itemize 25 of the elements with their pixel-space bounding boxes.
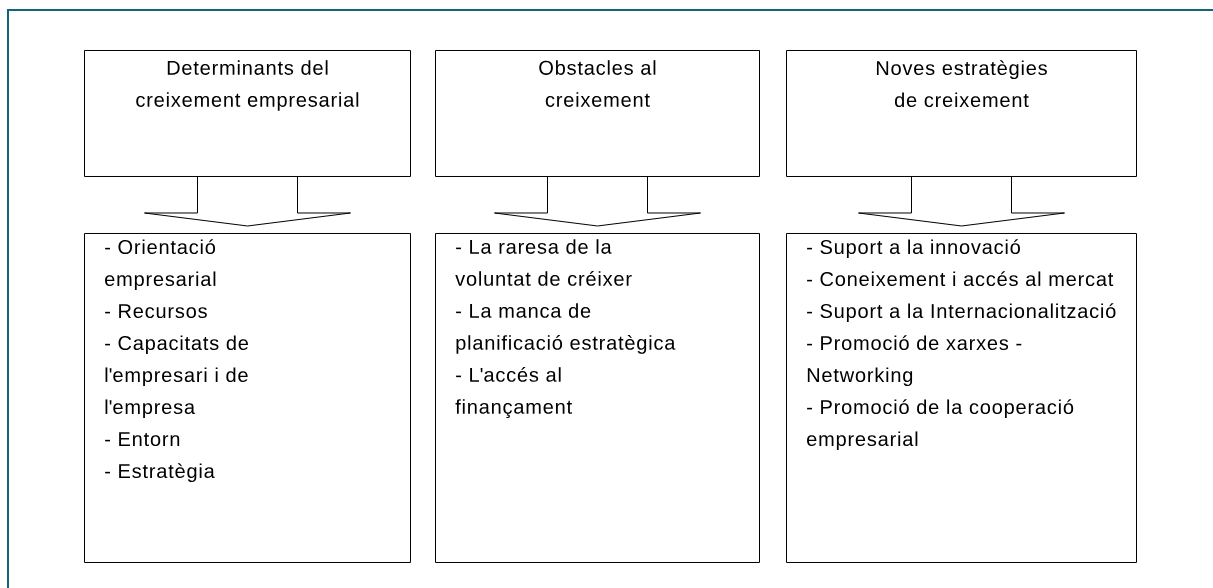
list-item: - La raresa de la voluntat de créixer	[455, 239, 632, 286]
list-item: - Entorn	[105, 432, 180, 447]
process-box	[84, 50, 411, 177]
box-heading: Noves estratègies de creixement	[876, 60, 1047, 108]
box-heading: Determinants del creixement empresarial	[136, 60, 359, 111]
list-item: - Orientació empresarial	[105, 239, 216, 291]
process-box	[786, 50, 1137, 177]
list-item: - La manca de planificació estratègica	[456, 303, 676, 354]
block-arrow	[858, 176, 1065, 227]
list-item: - Capacitats de l'empresari i de l'empresa	[105, 335, 248, 419]
box-heading: Obstacles al creixement	[539, 60, 656, 107]
list-item: - Coneixement i accés al mercat	[807, 271, 1114, 287]
list-item: - Promoció de xarxes - Networking	[807, 335, 1022, 387]
process-box	[435, 50, 760, 177]
list-item: - Suport a la innovació	[807, 239, 1020, 259]
list-item: - Recursos	[105, 304, 207, 319]
list-box	[84, 233, 411, 563]
list-item: - Suport a la Internacionalització	[807, 303, 1116, 323]
list-item: - Estratègia	[105, 463, 215, 483]
list-item: - L'accés al finançament	[455, 366, 572, 418]
block-arrow	[144, 176, 351, 227]
block-arrow	[494, 176, 701, 227]
list-box	[435, 233, 760, 563]
list-item: - Promoció de la cooperació empresarial	[807, 399, 1074, 451]
list-box	[786, 233, 1137, 563]
